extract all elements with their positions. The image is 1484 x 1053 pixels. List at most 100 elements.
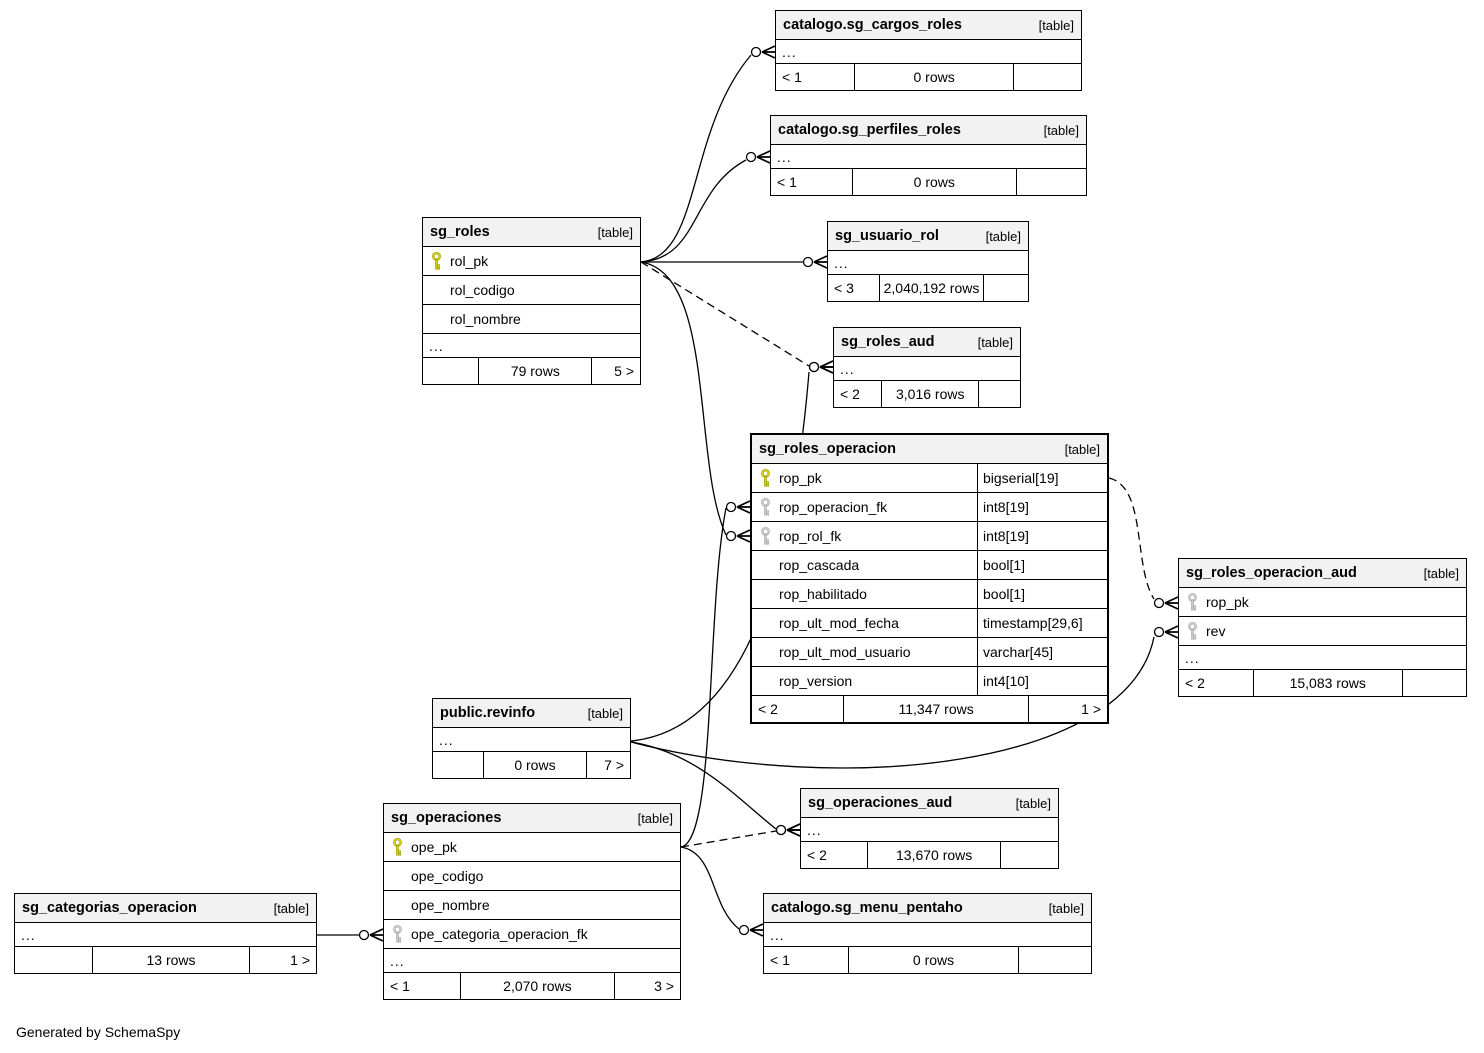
- footer-child-count: [984, 275, 1028, 301]
- table-node-roles_operacion_aud[interactable]: sg_roles_operacion_aud[table] rop_pk rev…: [1178, 558, 1467, 697]
- edge-sg_operaciones-ope_pk--sg_operaciones_aud: [680, 830, 777, 848]
- column-type: bigserial[19]: [977, 464, 1107, 492]
- footer-child-count: [1019, 947, 1091, 973]
- footer-parent-count: < 2: [801, 842, 868, 868]
- footer-parent-count: < 1: [776, 64, 856, 90]
- column-name: rop_ult_mod_fecha: [779, 615, 899, 631]
- column-row-rol_nombre: rol_nombre: [423, 305, 640, 334]
- table-type-tag: [table]: [1038, 17, 1074, 33]
- primary-key-icon: [384, 837, 411, 857]
- edge-public-revinfo--sg_operaciones_aud: [630, 741, 777, 830]
- zero-or-one-circle: [725, 530, 737, 542]
- table-title[interactable]: public.revinfo: [440, 705, 536, 721]
- table-header: catalogo.sg_cargos_roles [table]: [776, 11, 1081, 40]
- edge-sg_operaciones-ope_pk--sg_roles_operacion-rop_operacion_fk: [680, 507, 727, 848]
- footer-child-count: 1 >: [1081, 701, 1101, 717]
- table-title[interactable]: catalogo.sg_perfiles_roles: [778, 122, 961, 138]
- column-name: ope_codigo: [411, 868, 484, 884]
- table-title[interactable]: sg_roles: [430, 224, 490, 240]
- foreign-key-icon: [1179, 592, 1206, 612]
- footer-row-count: 0 rows: [853, 169, 1017, 195]
- table-title[interactable]: sg_usuario_rol: [835, 228, 939, 244]
- footer-parent-count: < 1: [764, 947, 850, 973]
- table-title[interactable]: catalogo.sg_cargos_roles: [783, 17, 962, 33]
- column-name: rop_operacion_fk: [779, 499, 888, 515]
- column-row-rol_codigo: rol_codigo: [423, 276, 640, 305]
- table-title[interactable]: sg_roles_operacion_aud: [1186, 565, 1357, 581]
- zero-or-one-circle: [738, 924, 750, 936]
- table-header: catalogo.sg_menu_pentaho [table]: [764, 894, 1091, 923]
- footer-child-count: 7 >: [604, 757, 624, 773]
- footer-child-count: [1017, 169, 1086, 195]
- footer-child-count: [1014, 64, 1081, 90]
- foreign-key-icon: [1179, 621, 1206, 641]
- footer-parent-count: < 1: [384, 973, 461, 999]
- crows-foot-icon: [786, 823, 801, 837]
- crows-foot-icon: [1164, 596, 1179, 610]
- column-type: int8[19]: [977, 522, 1107, 550]
- ellipsis-row: ...: [801, 818, 1058, 842]
- column-row-ope_categoria_operacion_fk: ope_categoria_operacion_fk: [384, 920, 680, 949]
- primary-key-icon: [423, 251, 450, 271]
- generator-credit: Generated by SchemaSpy: [16, 1024, 181, 1040]
- table-type-tag: [table]: [637, 810, 673, 826]
- edge-sg_operaciones-ope_pk--catalogo-sg_menu_pentaho: [680, 846, 740, 930]
- foreign-key-icon: [384, 924, 411, 944]
- table-header: sg_usuario_rol[table]: [828, 222, 1028, 251]
- table-header: sg_roles [table]: [423, 218, 640, 247]
- table-type-tag: [table]: [1048, 900, 1084, 916]
- footer-row-count: 13,670 rows: [868, 842, 1002, 868]
- zero-or-one-circle: [802, 256, 814, 268]
- table-header: sg_roles_operacion[table]: [752, 435, 1107, 464]
- table-title[interactable]: sg_roles_operacion: [759, 441, 896, 457]
- crows-foot-icon: [819, 360, 834, 374]
- table-title[interactable]: sg_roles_aud: [841, 334, 935, 350]
- footer-child-count: [1403, 670, 1466, 696]
- table-node-categorias_operacion[interactable]: sg_categorias_operacion [table]...13 rows…: [14, 893, 317, 974]
- column-type: bool[1]: [977, 551, 1107, 579]
- edge-sg_roles-rol_pk--catalogo-sg_cargos_roles: [640, 54, 752, 263]
- zero-or-one-circle: [808, 361, 820, 373]
- ellipsis-row: ...: [15, 923, 316, 947]
- table-title[interactable]: sg_categorias_operacion: [22, 900, 197, 916]
- column-name: rol_pk: [450, 253, 489, 269]
- table-header: catalogo.sg_perfiles_roles[table]: [771, 116, 1086, 145]
- footer-parent-count: < 2: [1179, 670, 1254, 696]
- table-type-tag: [table]: [597, 224, 633, 240]
- table-header: public.revinfo[table]: [433, 699, 630, 728]
- edge-sg_roles_operacion-rop_pk--sg_roles_operacion_aud-rop_pk: [1108, 477, 1155, 600]
- table-title[interactable]: sg_operaciones_aud: [808, 795, 953, 811]
- ellipsis-row: ...: [834, 357, 1020, 381]
- footer-parent-count: < 3: [828, 275, 880, 301]
- footer-row-count: 0 rows: [855, 64, 1014, 90]
- table-type-tag: [table]: [273, 900, 309, 916]
- table-title[interactable]: catalogo.sg_menu_pentaho: [771, 900, 963, 916]
- table-type-tag: [table]: [1015, 795, 1051, 811]
- table-title[interactable]: sg_operaciones: [391, 810, 502, 826]
- footer-row-count: 15,083 rows: [1254, 670, 1403, 696]
- column-name: ope_categoria_operacion_fk: [411, 926, 588, 942]
- column-row-rop_pk: rop_pk: [1179, 588, 1466, 617]
- zero-or-one-circle: [1153, 626, 1165, 638]
- table-type-tag: [table]: [1423, 565, 1459, 581]
